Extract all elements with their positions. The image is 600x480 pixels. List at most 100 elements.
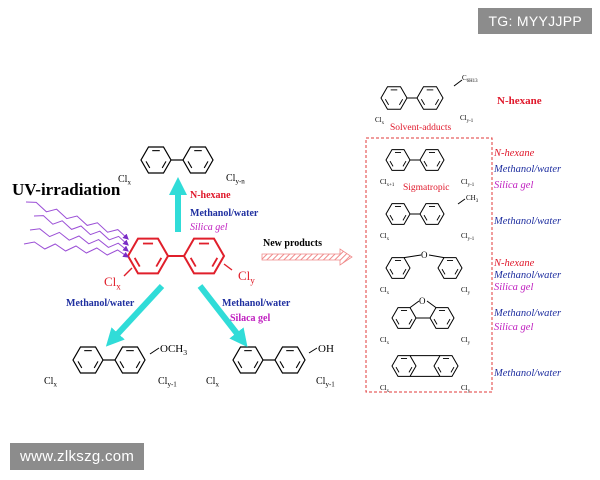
uv-label: UV-irradiation bbox=[12, 180, 121, 199]
products-box bbox=[365, 137, 493, 393]
product-2-ring-a-double-bond bbox=[389, 214, 394, 221]
product-1-ring-a-double-bond bbox=[389, 160, 394, 167]
arrows-layer bbox=[23, 177, 248, 348]
product-1-solvent-1: N-hexane bbox=[493, 148, 535, 159]
adduct-biphenyl-ring-b-double-bond bbox=[434, 98, 440, 106]
right-biphenyl-ring-a-double-bond bbox=[237, 361, 243, 369]
product-2-ring-b-double-bond bbox=[423, 214, 428, 221]
product-3-ring-b-double-bond bbox=[454, 268, 459, 275]
new-products-label: New products bbox=[263, 238, 322, 249]
product-5-ring-b-double-bond bbox=[450, 366, 455, 373]
product-3-ring-b-double-bond bbox=[441, 268, 446, 275]
right-arrow bbox=[197, 284, 248, 348]
product-4-cl-y: Cly bbox=[461, 336, 471, 346]
left-arrow bbox=[105, 283, 165, 347]
right-biphenyl-ring-b-double-bond bbox=[295, 361, 301, 369]
product-5-ring-a-double-bond bbox=[408, 366, 413, 373]
product-2-cl-x: Clx bbox=[380, 232, 390, 242]
product-4-ring-a-double-bond bbox=[395, 318, 400, 325]
up-biphenyl-ring-b-double-bond bbox=[187, 161, 193, 169]
up-biphenyl-ring-a bbox=[140, 146, 172, 174]
sigmatropic-label: Sigmatropic bbox=[403, 183, 449, 193]
right-solvent-1: Methanol/water bbox=[222, 298, 291, 309]
right-biphenyl-ring-b-double-bond bbox=[279, 361, 285, 369]
product-5-ring-b bbox=[433, 355, 459, 377]
left-solvent: Methanol/water bbox=[66, 298, 135, 309]
adduct-biphenyl-ring-b-double-bond bbox=[420, 98, 426, 106]
up-biphenyl-ring-a-double-bond bbox=[145, 161, 151, 169]
product-1-ring-b-double-bond bbox=[436, 160, 441, 167]
left-och3-bond bbox=[149, 347, 160, 355]
product-1-ring-a-double-bond bbox=[402, 160, 407, 167]
right-biphenyl-ring-a-double-bond bbox=[253, 361, 259, 369]
adduct-cl-y: Cly-1 bbox=[460, 114, 474, 124]
up-solvent-1: N-hexane bbox=[190, 190, 231, 201]
product-4-cl-x: Clx bbox=[380, 336, 390, 346]
product-4-o-bond-b bbox=[426, 300, 437, 309]
product-5-solvent-1: Methanol/water bbox=[493, 368, 562, 379]
product-3-solvent-2: Methanol/water bbox=[493, 270, 562, 281]
uv-wave-arrow bbox=[29, 228, 129, 252]
up-biphenyl-ring-a-double-bond bbox=[161, 161, 167, 169]
left-cl-y: Cly-1 bbox=[158, 376, 177, 389]
product-2-solvent-1: Methanol/water bbox=[493, 216, 562, 227]
product-5-cl-x: Clx bbox=[380, 384, 390, 394]
left-cl-x: Clx bbox=[44, 376, 57, 389]
product-3-solvent-1: N-hexane bbox=[493, 258, 535, 269]
parent-biphenyl-ring-a-double-bond bbox=[133, 257, 141, 268]
product-3-ring-a-double-bond bbox=[402, 268, 407, 275]
product-3-cl-y: Cly bbox=[461, 286, 471, 296]
product-4-o-bond-a bbox=[409, 300, 420, 309]
left-biphenyl-ring-b-double-bond bbox=[135, 361, 141, 369]
right-oh: OH bbox=[318, 343, 334, 355]
uv-wave-arrow bbox=[33, 215, 129, 246]
adduct-solvent: N-hexane bbox=[497, 95, 542, 107]
adduct-biphenyl-ring-a-double-bond bbox=[384, 98, 390, 106]
parent-cl-x: Clx bbox=[104, 274, 121, 291]
product-4-solvent-1: Methanol/water bbox=[493, 308, 562, 319]
up-solvent-2: Methanol/water bbox=[190, 208, 259, 219]
product-5-ring-a-double-bond bbox=[395, 366, 400, 373]
parent-bond-y bbox=[223, 263, 233, 271]
parent-biphenyl-ring-b-double-bond bbox=[189, 257, 197, 268]
watermark-bottom: www.zlkszg.com bbox=[10, 443, 145, 470]
product-3-ring-b bbox=[437, 257, 463, 279]
adduct-c6h13: C6H13 bbox=[462, 74, 478, 84]
product-2-ch3: CH3 bbox=[466, 194, 479, 204]
left-och3: OCH3 bbox=[160, 343, 187, 357]
product-5-cl-y: Cly bbox=[461, 384, 471, 394]
up-cl-y: Cly-n bbox=[226, 173, 245, 186]
product-1-solvent-3: Silica gel bbox=[494, 180, 533, 191]
product-2-ring-a-double-bond bbox=[402, 214, 407, 221]
watermark-top: TG: MYYJJPP bbox=[478, 8, 592, 34]
product-4-o: O bbox=[419, 296, 426, 306]
right-solvent-2: Silaca gel bbox=[230, 313, 270, 324]
product-4-ring-b-double-bond bbox=[446, 318, 451, 325]
product-4-ring-a-double-bond bbox=[408, 318, 413, 325]
product-1-solvent-2: Methanol/water bbox=[493, 164, 562, 175]
product-5-ring-b-double-bond bbox=[437, 366, 442, 373]
uv-wave-arrow bbox=[23, 241, 129, 258]
parent-cl-y: Cly bbox=[238, 268, 255, 285]
right-cl-y: Cly-1 bbox=[316, 376, 335, 389]
product-3-o-bond-a bbox=[403, 254, 422, 259]
product-1-ring-b-double-bond bbox=[423, 160, 428, 167]
product-3-cl-x: Clx bbox=[380, 286, 390, 296]
parent-biphenyl-ring-b-double-bond bbox=[211, 257, 219, 268]
left-biphenyl-ring-a bbox=[72, 346, 104, 374]
product-2-ch3-bond bbox=[457, 198, 466, 205]
left-biphenyl-ring-a-double-bond bbox=[93, 361, 99, 369]
left-biphenyl-ring-b-double-bond bbox=[119, 361, 125, 369]
adduct-cl-x: Clx bbox=[375, 116, 385, 126]
product-1-ring-a bbox=[385, 149, 411, 171]
product-3-solvent-3: Silica gel bbox=[494, 282, 533, 293]
solvent-adducts-label: Solvent-adducts bbox=[390, 123, 452, 133]
product-4-ring-b-double-bond bbox=[433, 318, 438, 325]
parent-biphenyl-ring-a-double-bond bbox=[155, 257, 163, 268]
new-products-arrow bbox=[261, 248, 353, 266]
right-oh-bond bbox=[308, 347, 318, 354]
up-biphenyl-ring-b-double-bond bbox=[203, 161, 209, 169]
